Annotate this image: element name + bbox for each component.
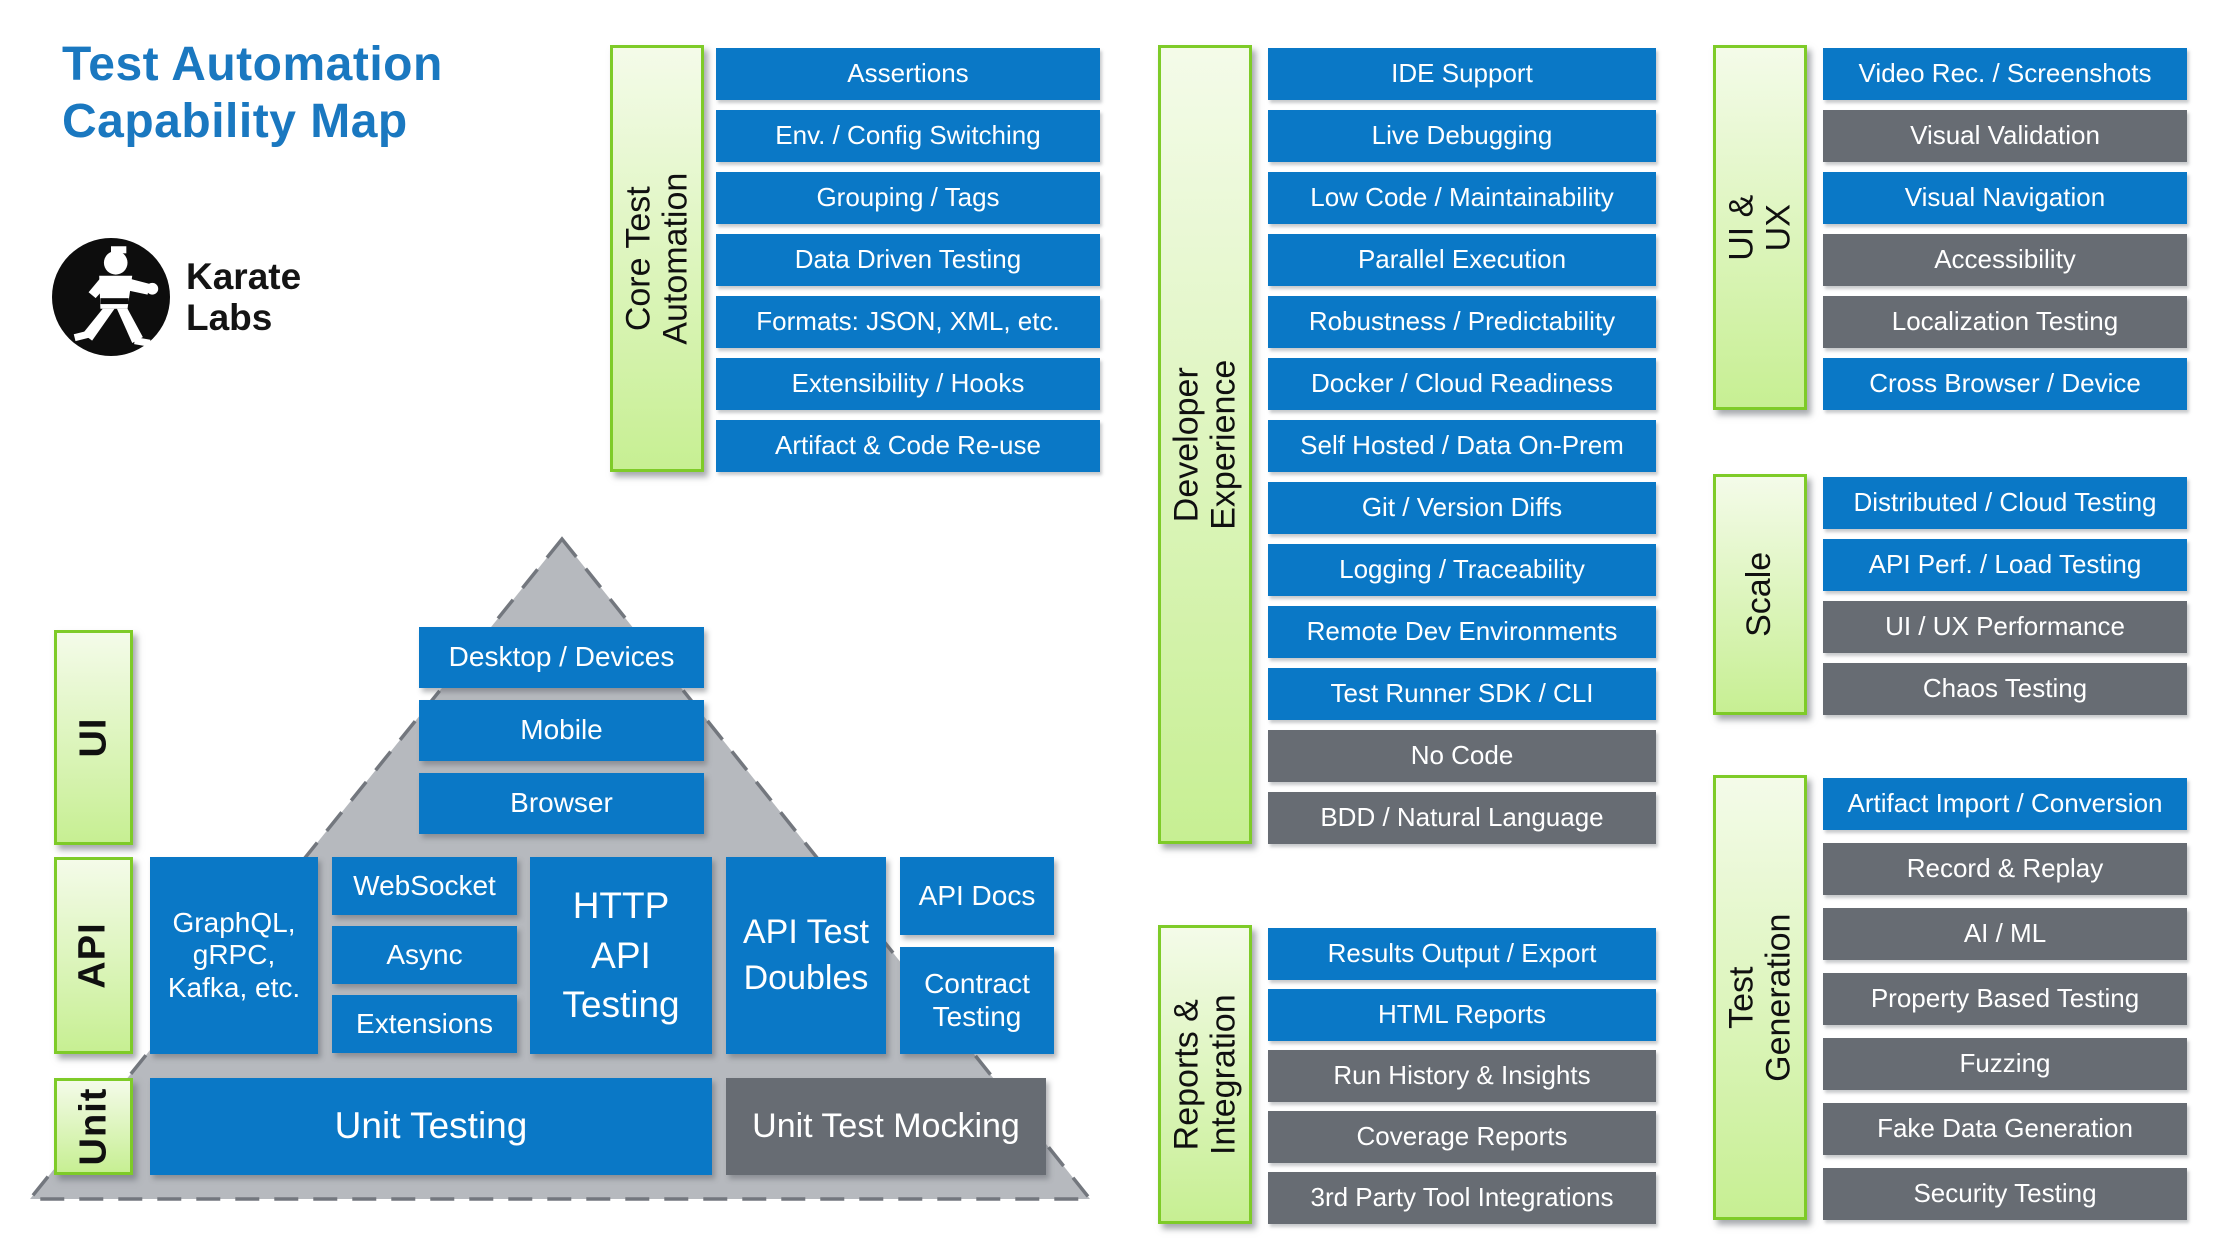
page-title-line2: Capability Map — [62, 95, 408, 148]
pyramid-box-api-test-doubles: API Test Doubles — [726, 857, 886, 1054]
pyramid-box: Contract Testing — [900, 947, 1054, 1054]
capability-bar: Docker / Cloud Readiness — [1268, 358, 1656, 410]
column-label-scale: Scale — [1713, 474, 1807, 715]
pyramid-box: Desktop / Devices — [419, 627, 704, 688]
capability-bar: Live Debugging — [1268, 110, 1656, 162]
pyramid-box: Mobile — [419, 700, 704, 761]
pyramid-level-label-text: API — [71, 922, 114, 989]
capability-bar: Run History & Insights — [1268, 1050, 1656, 1102]
capability-bar: Distributed / Cloud Testing — [1823, 477, 2187, 529]
capability-bar: 3rd Party Tool Integrations — [1268, 1172, 1656, 1224]
pyramid-level-label-text: Unit — [71, 1087, 114, 1166]
pyramid-box: Async — [332, 926, 517, 984]
capability-bar: API Perf. / Load Testing — [1823, 539, 2187, 591]
capability-bar: Localization Testing — [1823, 296, 2187, 348]
column-label-core-test-automation: Core Test Automation — [610, 45, 704, 472]
capability-bar: Property Based Testing — [1823, 973, 2187, 1025]
column-label-text: Developer Experience — [1167, 359, 1243, 530]
pyramid-box-http-api-testing: HTTP API Testing — [530, 857, 712, 1054]
brand-name-line1: Karate — [186, 256, 302, 297]
pyramid-level-label-unit: Unit — [54, 1078, 133, 1175]
capability-bar: Cross Browser / Device — [1823, 358, 2187, 410]
capability-bar: Visual Navigation — [1823, 172, 2187, 224]
column-label-text: UI & UX — [1722, 194, 1797, 261]
capability-bar: Artifact Import / Conversion — [1823, 778, 2187, 830]
column-bars-ui-ux: Video Rec. / Screenshots Visual Validati… — [1823, 48, 2187, 410]
capability-bar: Security Testing — [1823, 1168, 2187, 1220]
capability-bar: Extensibility / Hooks — [716, 358, 1100, 410]
capability-bar: BDD / Natural Language — [1268, 792, 1656, 844]
capability-bar: Formats: JSON, XML, etc. — [716, 296, 1100, 348]
pyramid-box: WebSocket — [332, 857, 517, 915]
column-bars-developer-experience: IDE Support Live Debugging Low Code / Ma… — [1268, 48, 1656, 844]
pyramid-box-unit-test-mocking: Unit Test Mocking — [726, 1078, 1046, 1175]
capability-bar: AI / ML — [1823, 908, 2187, 960]
column-label-text: Test Generation — [1722, 913, 1797, 1082]
capability-bar: Logging / Traceability — [1268, 544, 1656, 596]
capability-bar: Record & Replay — [1823, 843, 2187, 895]
column-bars-scale: Distributed / Cloud Testing API Perf. / … — [1823, 477, 2187, 715]
pyramid-box-unit-testing: Unit Testing — [150, 1078, 712, 1175]
column-label-test-generation: Test Generation — [1713, 775, 1807, 1220]
pyramid-box: API Docs — [900, 857, 1054, 935]
capability-bar: Grouping / Tags — [716, 172, 1100, 224]
column-label-developer-experience: Developer Experience — [1158, 45, 1252, 844]
column-bars-test-generation: Artifact Import / Conversion Record & Re… — [1823, 778, 2187, 1220]
capability-bar: Coverage Reports — [1268, 1111, 1656, 1163]
capability-bar: IDE Support — [1268, 48, 1656, 100]
capability-bar: UI / UX Performance — [1823, 601, 2187, 653]
column-label-text: Core Test Automation — [619, 172, 694, 345]
pyramid-box-protocols: GraphQL, gRPC, Kafka, etc. — [150, 857, 318, 1054]
pyramid-level-label-text: UI — [71, 717, 114, 758]
capability-bar: HTML Reports — [1268, 989, 1656, 1041]
pyramid-level-label-api: API — [54, 857, 133, 1054]
capability-bar: Git / Version Diffs — [1268, 482, 1656, 534]
capability-bar: Test Runner SDK / CLI — [1268, 668, 1656, 720]
brand-name: Karate Labs — [186, 256, 301, 338]
capability-bar: Low Code / Maintainability — [1268, 172, 1656, 224]
capability-bar: Assertions — [716, 48, 1100, 100]
karate-figure-icon — [52, 238, 170, 356]
column-label-ui-ux: UI & UX — [1713, 45, 1807, 410]
page-title-line1: Test Automation — [62, 38, 443, 91]
capability-bar: Results Output / Export — [1268, 928, 1656, 980]
capability-bar: Remote Dev Environments — [1268, 606, 1656, 658]
capability-bar: Accessibility — [1823, 234, 2187, 286]
capability-bar: Robustness / Predictability — [1268, 296, 1656, 348]
pyramid-api-right-stack: API Docs Contract Testing — [900, 857, 1054, 1054]
capability-bar: Video Rec. / Screenshots — [1823, 48, 2187, 100]
column-bars-reports-integration: Results Output / Export HTML Reports Run… — [1268, 928, 1656, 1224]
capability-bar: Self Hosted / Data On-Prem — [1268, 420, 1656, 472]
column-label-text: Reports & Integration — [1167, 994, 1243, 1155]
capability-bar: No Code — [1268, 730, 1656, 782]
pyramid-api-mid-stack: WebSocket Async Extensions — [332, 857, 517, 1053]
karate-labs-logo: Karate Labs — [52, 238, 301, 356]
pyramid-box: Extensions — [332, 995, 517, 1053]
brand-name-line2: Labs — [186, 297, 273, 338]
capability-bar: Fuzzing — [1823, 1038, 2187, 1090]
column-label-text: Scale — [1740, 551, 1779, 638]
column-label-reports-integration: Reports & Integration — [1158, 925, 1252, 1224]
column-bars-core-test-automation: Assertions Env. / Config Switching Group… — [716, 48, 1100, 472]
capability-bar: Fake Data Generation — [1823, 1103, 2187, 1155]
pyramid-ui-tier: Desktop / Devices Mobile Browser — [419, 627, 704, 834]
capability-bar: Visual Validation — [1823, 110, 2187, 162]
capability-bar: Env. / Config Switching — [716, 110, 1100, 162]
capability-bar: Artifact & Code Re-use — [716, 420, 1100, 472]
page-title: Test Automation Capability Map — [62, 36, 443, 150]
capability-bar: Data Driven Testing — [716, 234, 1100, 286]
pyramid-box: Browser — [419, 773, 704, 834]
pyramid-level-label-ui: UI — [54, 630, 133, 845]
capability-bar: Parallel Execution — [1268, 234, 1656, 286]
capability-bar: Chaos Testing — [1823, 663, 2187, 715]
